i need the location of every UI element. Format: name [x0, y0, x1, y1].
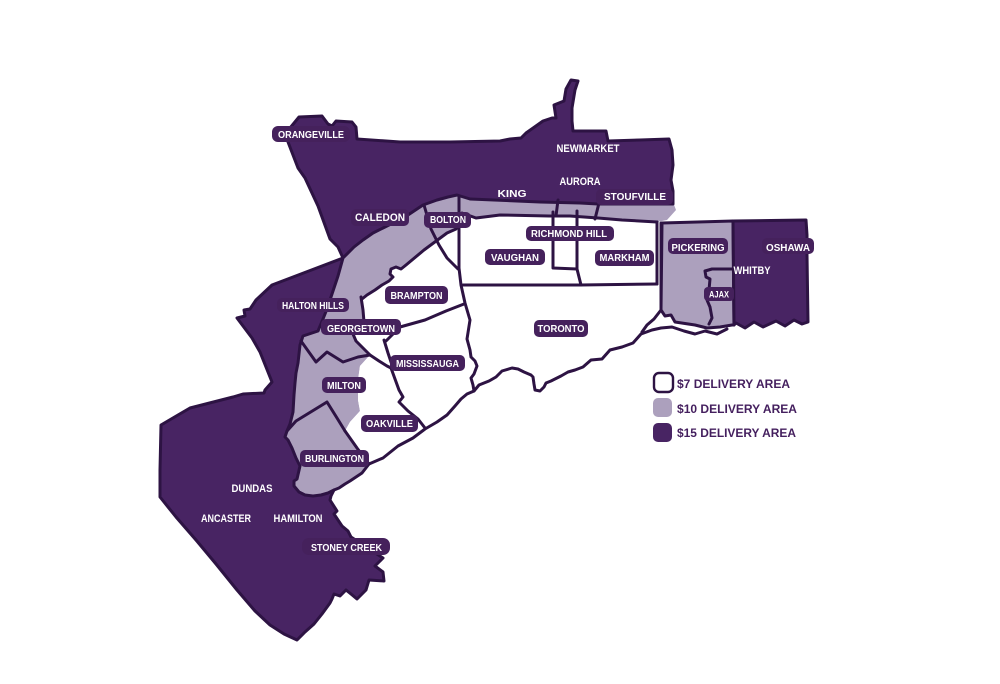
svg-text:$7 DELIVERY AREA: $7 DELIVERY AREA	[677, 377, 790, 391]
svg-text:KING: KING	[498, 188, 527, 200]
svg-text:PICKERING: PICKERING	[672, 242, 725, 254]
svg-text:ANCASTER: ANCASTER	[201, 513, 251, 525]
svg-text:BURLINGTON: BURLINGTON	[305, 453, 364, 465]
svg-text:$15 DELIVERY AREA: $15 DELIVERY AREA	[677, 426, 796, 440]
svg-text:MILTON: MILTON	[327, 381, 361, 392]
svg-text:ORANGEVILLE: ORANGEVILLE	[278, 129, 344, 141]
svg-text:OSHAWA: OSHAWA	[766, 242, 810, 254]
svg-text:RICHMOND HILL: RICHMOND HILL	[531, 229, 607, 240]
svg-text:WHITBY: WHITBY	[734, 265, 772, 277]
svg-text:AURORA: AURORA	[560, 176, 601, 188]
svg-text:DUNDAS: DUNDAS	[232, 483, 273, 495]
svg-text:STOUFVILLE: STOUFVILLE	[604, 191, 666, 203]
svg-text:GEORGETOWN: GEORGETOWN	[327, 323, 395, 335]
svg-text:NEWMARKET: NEWMARKET	[557, 143, 620, 155]
svg-text:BOLTON: BOLTON	[430, 214, 466, 226]
svg-text:HALTON HILLS: HALTON HILLS	[282, 301, 344, 312]
svg-text:TORONTO: TORONTO	[538, 323, 585, 335]
svg-text:CALEDON: CALEDON	[355, 212, 405, 224]
svg-text:MARKHAM: MARKHAM	[600, 252, 650, 264]
svg-text:AJAX: AJAX	[709, 290, 729, 300]
svg-text:STONEY CREEK: STONEY CREEK	[311, 542, 382, 554]
svg-text:VAUGHAN: VAUGHAN	[491, 252, 539, 264]
svg-text:BRAMPTON: BRAMPTON	[391, 290, 443, 302]
svg-text:$10 DELIVERY AREA: $10 DELIVERY AREA	[677, 402, 797, 416]
svg-text:MISSISSAUGA: MISSISSAUGA	[396, 359, 459, 370]
svg-text:HAMILTON: HAMILTON	[274, 513, 323, 525]
svg-text:OAKVILLE: OAKVILLE	[366, 418, 413, 430]
